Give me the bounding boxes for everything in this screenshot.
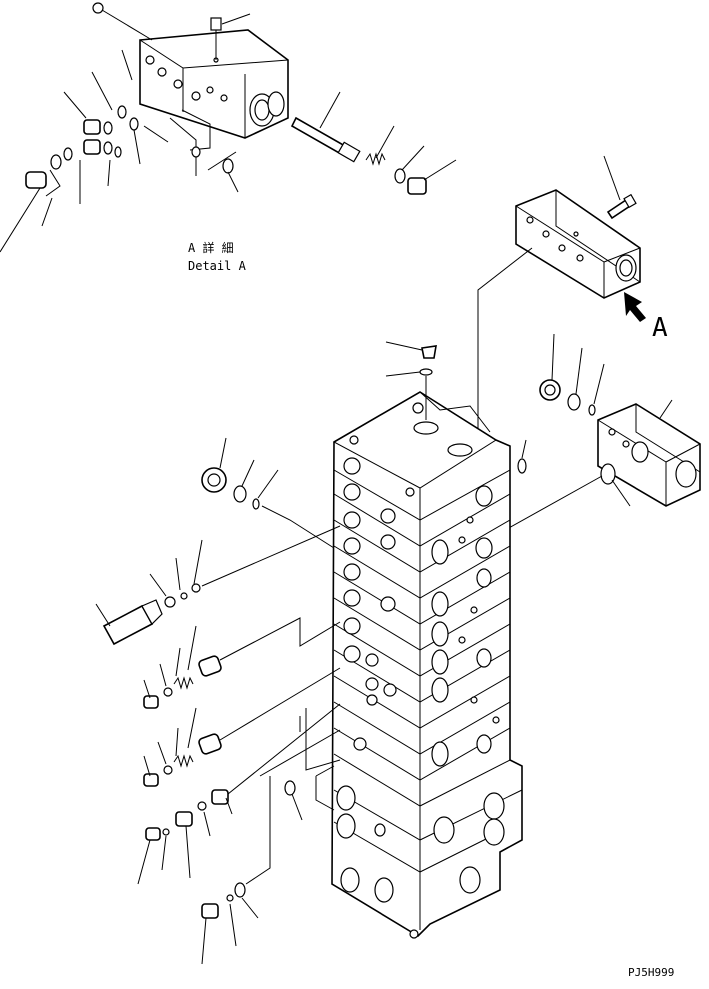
main-top-port (413, 421, 439, 435)
side-valve-assembly (497, 333, 701, 535)
detail-a-spring (365, 152, 386, 166)
detail-a-top-plug (210, 17, 222, 31)
check-valve-poppet (198, 655, 222, 677)
left-exploded-parts (95, 437, 341, 965)
detail-a-title-en: Detail A (188, 259, 247, 273)
detail-a-o-ring (394, 168, 406, 184)
view-marker-a: A (652, 313, 668, 343)
drawing-code: PJ5H999 (628, 966, 674, 979)
main-control-valve (315, 391, 523, 939)
side-valve-o-ring (600, 463, 616, 485)
detail-a-assembly (0, 2, 457, 253)
detail-a-screw (92, 2, 104, 14)
view-direction-arrow-icon (624, 292, 646, 322)
check-valve-spring (173, 676, 194, 690)
detail-a-check-valve (83, 119, 101, 135)
main-valve-body (331, 391, 523, 938)
relief-block-assembly (477, 155, 641, 430)
detail-a-plug (25, 171, 47, 189)
main-top-plug-set (385, 341, 437, 420)
detail-a-title-jp: A 詳 細 (188, 240, 234, 255)
detail-a-end-plug (407, 177, 427, 195)
bottom-plug (201, 903, 219, 919)
main-top-o-ring (419, 368, 433, 376)
check-valve-plug (143, 695, 159, 709)
main-top-plug (421, 345, 437, 359)
side-valve-body (597, 403, 701, 507)
